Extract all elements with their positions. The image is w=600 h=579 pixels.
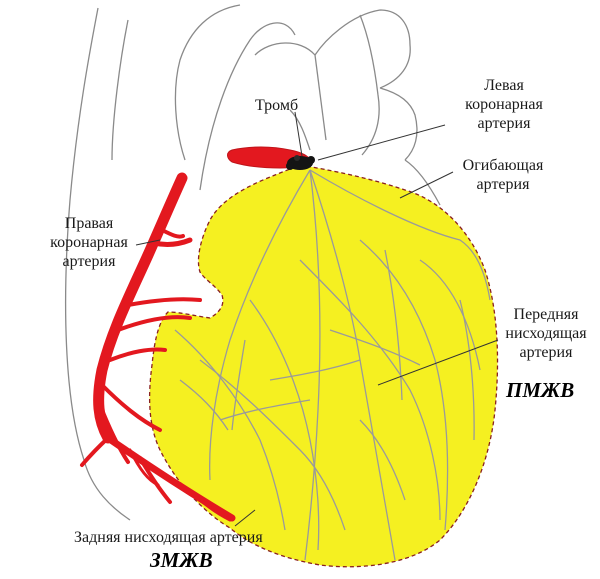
- left-coronary-label: Левая коронарная артерия: [465, 77, 543, 132]
- right-coronary-artery: [80, 172, 236, 522]
- coronary-branches: [174, 169, 491, 561]
- thrombus-label: Тромб: [255, 97, 299, 114]
- posterior-descending-label: Задняя нисходящая артерия: [74, 529, 263, 546]
- circumflex-label: Огибающая артерия: [462, 157, 544, 193]
- ischemic-zone: [148, 164, 499, 568]
- heart-outline: [64, 4, 441, 521]
- anterior-wall-abbr: ПМЖВ: [506, 378, 575, 402]
- posterior-wall-abbr: ЗМЖВ: [150, 548, 213, 572]
- thrombus-clot: [286, 155, 315, 170]
- right-coronary-label: Правая коронарная артерия: [50, 215, 128, 270]
- leader-lines: [135, 111, 499, 527]
- anterior-descending-label: Передняя нисходящая артерия: [505, 306, 587, 361]
